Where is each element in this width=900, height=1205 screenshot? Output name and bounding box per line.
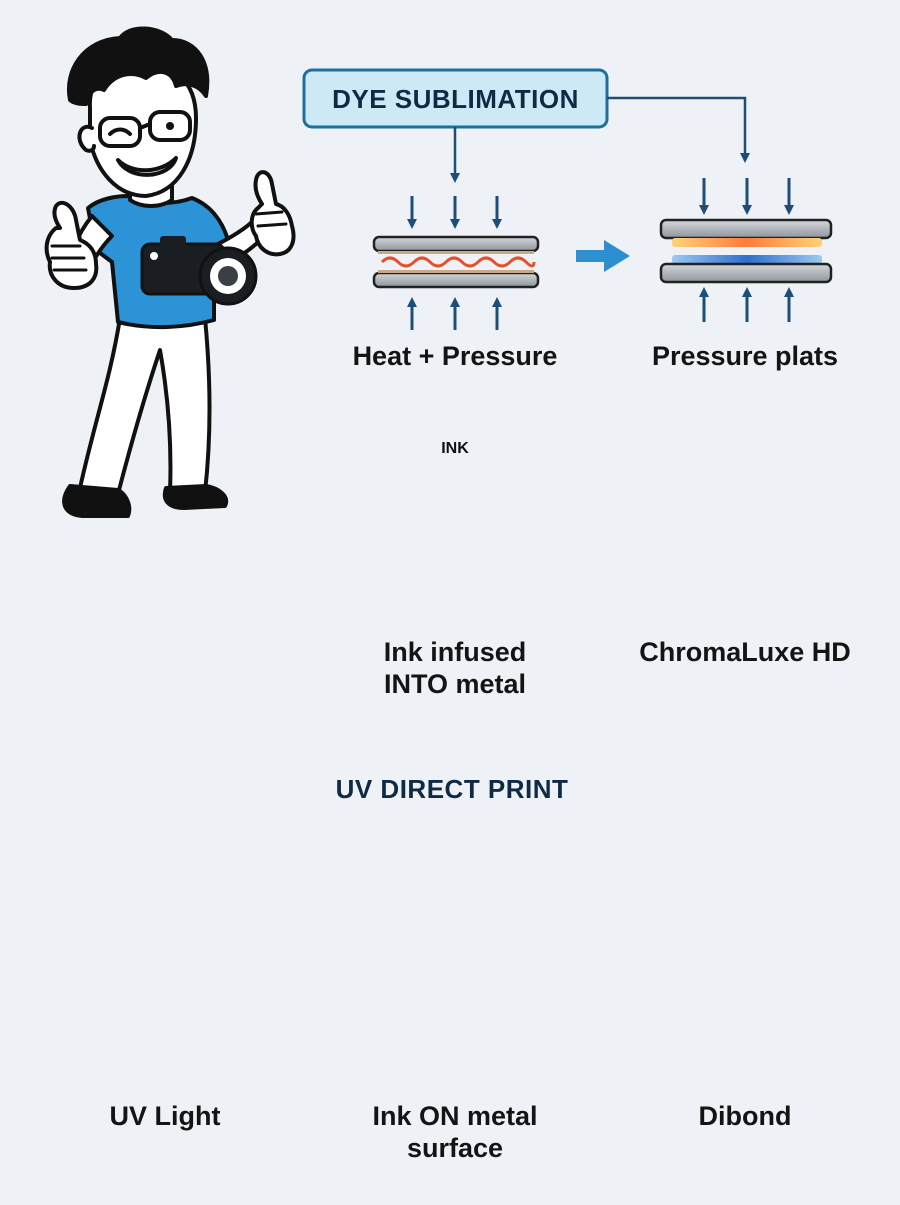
heat-pressure-label: Heat + Pressure [352,341,558,371]
arrow-heat-to-plates [576,240,630,272]
ink-infused-label-line2: INTO metal [383,669,527,699]
ink-on-metal-label-line1: Ink ON metal [372,1101,538,1131]
ink-on-metal-label-line2: surface [406,1133,504,1163]
uv-light-label: UV Light [109,1101,221,1131]
dye-sublimation-title: DYE SUBLIMATION [332,84,579,114]
photographer-mascot [44,26,296,518]
ink-infused-label-line1: Ink infused [383,637,527,667]
ink-nozzle-label: INK [441,440,469,457]
chromaluxe-hd-label: ChromaLuxe HD [639,637,851,667]
heat-press-icon [372,196,540,330]
camera-icon [140,236,258,306]
uv-direct-print-title: UV DIRECT PRINT [335,774,569,804]
pressure-plats-label: Pressure plats [651,341,839,371]
dye-connectors [450,96,750,183]
pressure-plates-icon [659,178,833,322]
dibond-label: Dibond [698,1101,792,1131]
